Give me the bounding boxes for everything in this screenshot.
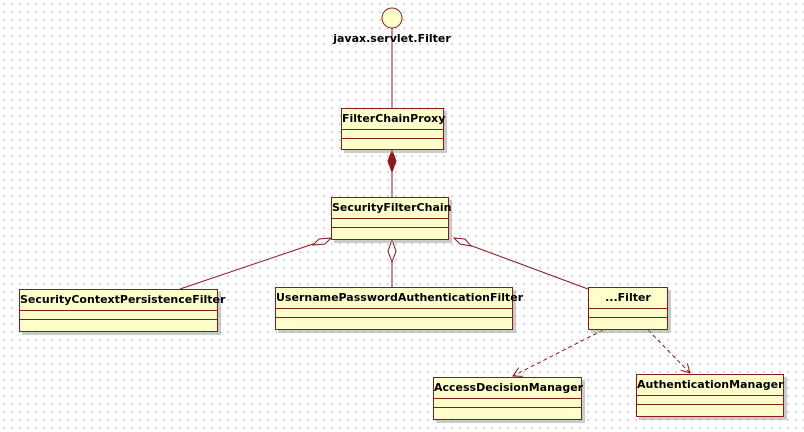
- operations-compartment: [276, 318, 512, 326]
- dependency-line-authentication-manager: [647, 329, 690, 373]
- operations-compartment: [434, 408, 581, 416]
- dependency-line-access-decision-manager: [513, 329, 604, 376]
- class-authentication-manager[interactable]: AuthenticationManager: [636, 374, 784, 417]
- aggregation-line-generic-filter: [463, 242, 589, 290]
- class-name: SecurityContextPersistenceFilter: [20, 290, 225, 311]
- attributes-compartment: [276, 309, 512, 318]
- aggregation-line-security-context-filter: [179, 240, 323, 290]
- aggregation-diamond-icon: [311, 237, 333, 246]
- class-name: AccessDecisionManager: [434, 378, 583, 399]
- class-access-decision-manager[interactable]: AccessDecisionManager: [433, 377, 583, 420]
- interface-name-label: javax.servlet.Filter: [333, 32, 451, 45]
- class-name: FilterChainProxy: [342, 109, 445, 130]
- class-filter-chain-proxy[interactable]: FilterChainProxy: [341, 108, 445, 150]
- class-name: UsernamePasswordAuthenticationFilter: [276, 288, 523, 309]
- class-security-context-persistence-filter[interactable]: SecurityContextPersistenceFilter: [19, 289, 225, 332]
- class-generic-filter[interactable]: ...Filter: [588, 287, 668, 330]
- attributes-compartment: [589, 309, 667, 318]
- attributes-compartment: [637, 396, 783, 405]
- operations-compartment: [637, 405, 783, 413]
- operations-compartment: [589, 318, 667, 326]
- attributes-compartment: [342, 130, 443, 139]
- attributes-compartment: [332, 219, 448, 228]
- attributes-compartment: [434, 399, 581, 408]
- class-name: AuthenticationManager: [637, 375, 784, 396]
- aggregation-diamond-icon: [452, 237, 473, 247]
- class-security-filter-chain[interactable]: SecurityFilterChain: [331, 197, 452, 240]
- class-name: SecurityFilterChain: [332, 198, 452, 219]
- interface-lollipop-icon: [381, 7, 403, 29]
- class-username-password-authentication-filter[interactable]: UsernamePasswordAuthenticationFilter: [275, 287, 523, 330]
- aggregation-diamond-icon: [387, 238, 397, 264]
- operations-compartment: [342, 139, 443, 147]
- attributes-compartment: [20, 311, 217, 320]
- operations-compartment: [332, 228, 448, 236]
- operations-compartment: [20, 320, 217, 328]
- composition-diamond-icon: [387, 148, 397, 174]
- class-name: ...Filter: [589, 288, 667, 309]
